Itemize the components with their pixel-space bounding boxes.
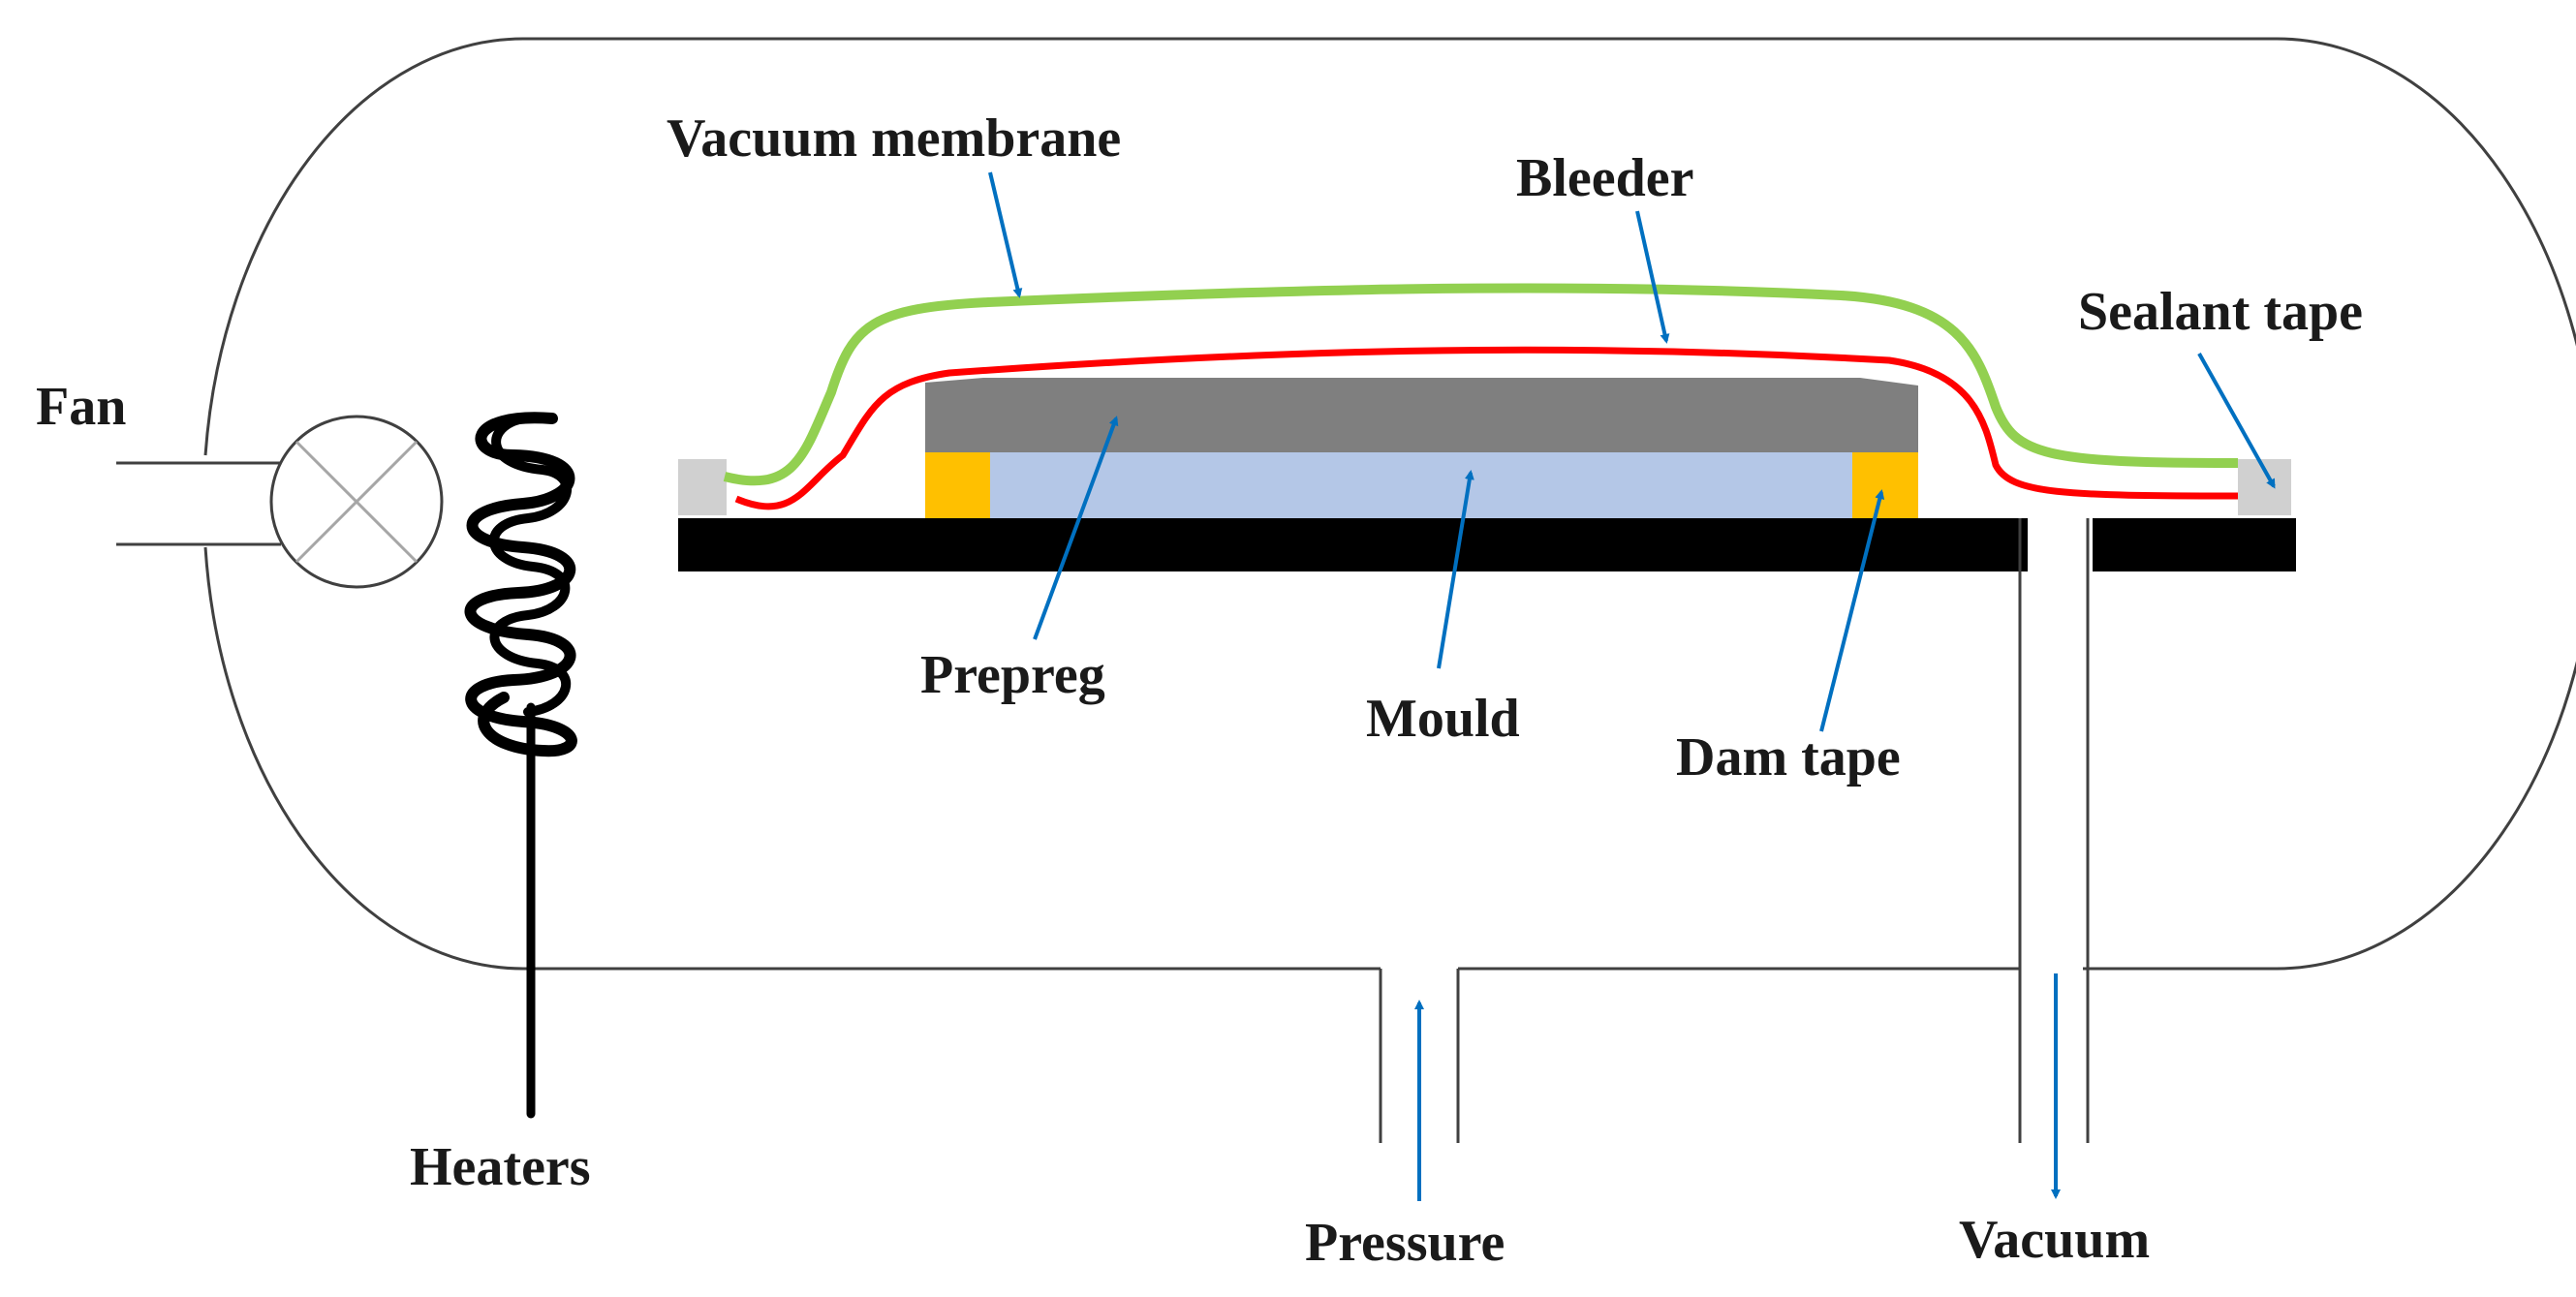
label-sealant-tape: Sealant tape [2078,282,2363,342]
vessel-outline-left [203,546,1381,971]
sealant-tape-left [678,459,727,515]
label-fan: Fan [36,377,126,437]
label-dam-tape: Dam tape [1676,727,1901,787]
fan-icon [116,415,444,589]
mould [990,452,1852,518]
label-vacuum-membrane: Vacuum membrane [667,108,1121,169]
arrow-vacuum-membrane [988,171,1023,298]
label-prepreg: Prepreg [920,645,1105,705]
label-vacuum: Vacuum [1959,1210,2150,1270]
label-bleeder: Bleeder [1516,148,1693,208]
base-plate [678,518,2296,571]
vacuum-pipe [2018,518,2090,1143]
pressure-pipe [1379,969,1460,1143]
prepreg [925,378,1918,452]
dam-tape-left [925,452,990,518]
label-mould: Mould [1366,689,1520,749]
dam-tape-right [1852,452,1918,518]
vessel-outline-right [203,37,2576,971]
label-pressure: Pressure [1305,1213,1505,1273]
arrow-mould [1437,470,1474,669]
vacuum-membrane-layer [723,283,2239,486]
autoclave-vessel [203,37,2576,971]
arrow-dam-tape [1819,489,1885,732]
heater-coil-icon [464,412,577,1119]
arrow-prepreg [1033,416,1119,640]
label-heaters: Heaters [410,1137,591,1197]
arrow-bleeder [1635,210,1670,344]
leader-arrows [988,171,2276,1201]
bleeder-layer [734,346,2239,510]
arrow-sealant-tape [2197,353,2276,489]
